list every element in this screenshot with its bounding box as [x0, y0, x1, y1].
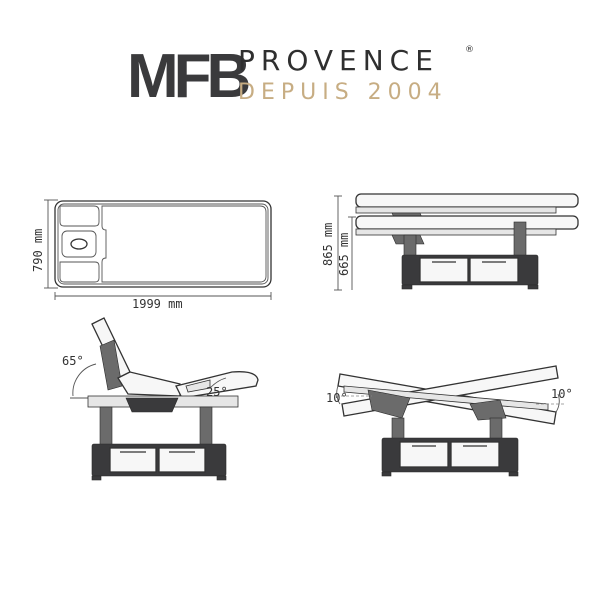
angle-tilt-right: 10°: [551, 387, 573, 401]
backrest-view: 65° 25°: [62, 317, 259, 481]
brand-name: PROVENCE: [238, 44, 439, 77]
dim-max-height: 865 mm: [321, 223, 335, 266]
tilt-view: 10° 10°: [326, 365, 573, 477]
angle-back: 65°: [62, 354, 84, 368]
dim-min-height: 665 mm: [337, 233, 351, 276]
registered-mark: ®: [465, 45, 474, 55]
dim-length: 1999 mm: [132, 297, 183, 311]
dim-width: 790 mm: [31, 229, 45, 272]
side-view: 865 mm 665 mm: [321, 193, 579, 291]
top-view: 790 mm 1999 mm: [31, 199, 272, 311]
brand-mark: MFB: [127, 42, 249, 111]
angle-leg: 25°: [206, 385, 228, 399]
brand-tagline: DEPUIS 2004: [238, 80, 448, 105]
brand-logo: MFB PROVENCE ® DEPUIS 2004: [127, 42, 474, 111]
angle-tilt-left: 10°: [326, 391, 348, 405]
